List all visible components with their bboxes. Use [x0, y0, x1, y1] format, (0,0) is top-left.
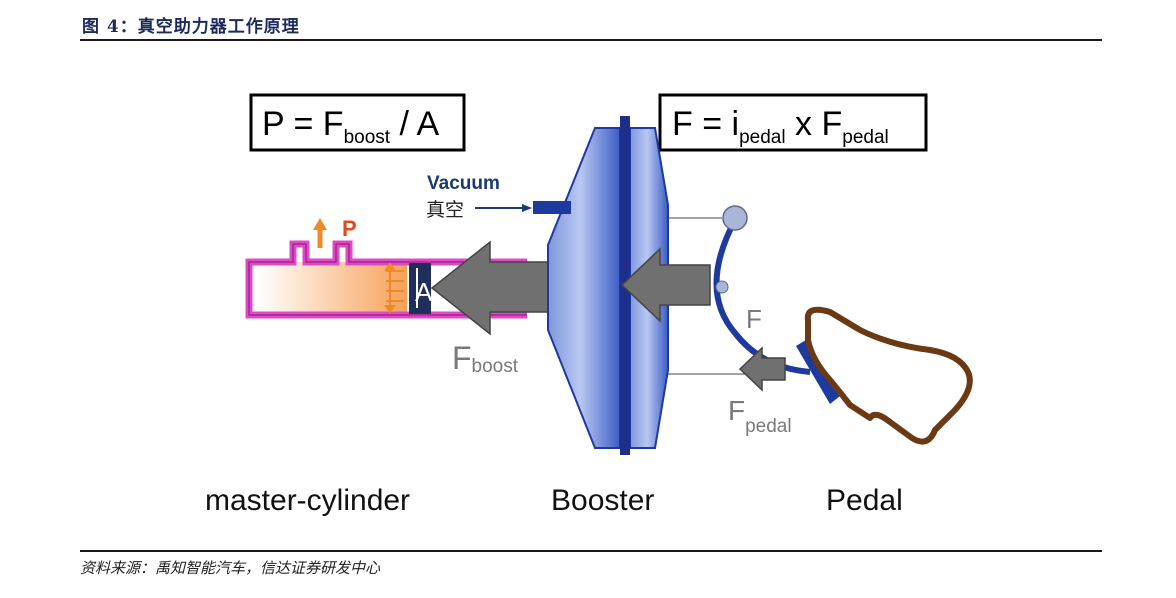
booster-label: Booster [551, 484, 654, 517]
fpedal-arrow [738, 346, 786, 392]
formula-right-sub2: pedal [842, 127, 889, 148]
pedal-linkage [668, 205, 973, 445]
fboost-arrow [430, 240, 553, 336]
input-rod-arrow [620, 247, 711, 323]
formula-box-left: P = Fboost / A [249, 93, 466, 152]
pedal-outline [804, 306, 973, 445]
formula-right-lhs: F = i [672, 105, 739, 143]
vacuum-label-cn: 真空 [426, 199, 464, 221]
formula-box-right: F = ipedal x Fpedal [658, 93, 928, 152]
vacuum-port [533, 201, 571, 214]
f-label: F [746, 304, 762, 334]
pedal-lever [713, 218, 811, 375]
formula-right-sub1: pedal [739, 127, 786, 148]
pivot-top [722, 205, 748, 231]
area-label: A [415, 277, 433, 307]
bottom-rule [80, 550, 1102, 552]
top-rule [80, 39, 1102, 41]
pressure-label: P [342, 216, 357, 241]
source-note: 资料来源：禹知智能汽车，信达证券研发中心 [80, 559, 381, 577]
formula-right-mid: x F [786, 105, 843, 143]
booster-left-shell [547, 127, 621, 449]
formula-left-lhs: P = F [262, 105, 344, 143]
fboost-label: Fboost [452, 340, 519, 377]
formula-left-rhs: / A [390, 105, 439, 143]
pivot-mid [715, 280, 729, 294]
booster [533, 116, 711, 455]
svg-text:F = ipedal x Fpedal: F = ipedal x Fpedal [672, 105, 889, 148]
vacuum-label-en: Vacuum [427, 173, 500, 194]
piston [409, 263, 431, 314]
pedal-label: Pedal [826, 484, 903, 517]
formula-left-sub: boost [344, 127, 391, 148]
cylinder-fluid [257, 262, 407, 314]
pedal-foot-plate [796, 340, 840, 404]
pressure-arrows [384, 262, 404, 314]
fpedal-label: Fpedal [728, 395, 792, 437]
master-cylinder-label: master-cylinder [205, 484, 410, 517]
figure-title: 图 4：真空助力器工作原理 [82, 17, 300, 37]
master-cylinder: A P [245, 216, 527, 319]
svg-text:P = Fboost / A: P = Fboost / A [262, 105, 440, 148]
